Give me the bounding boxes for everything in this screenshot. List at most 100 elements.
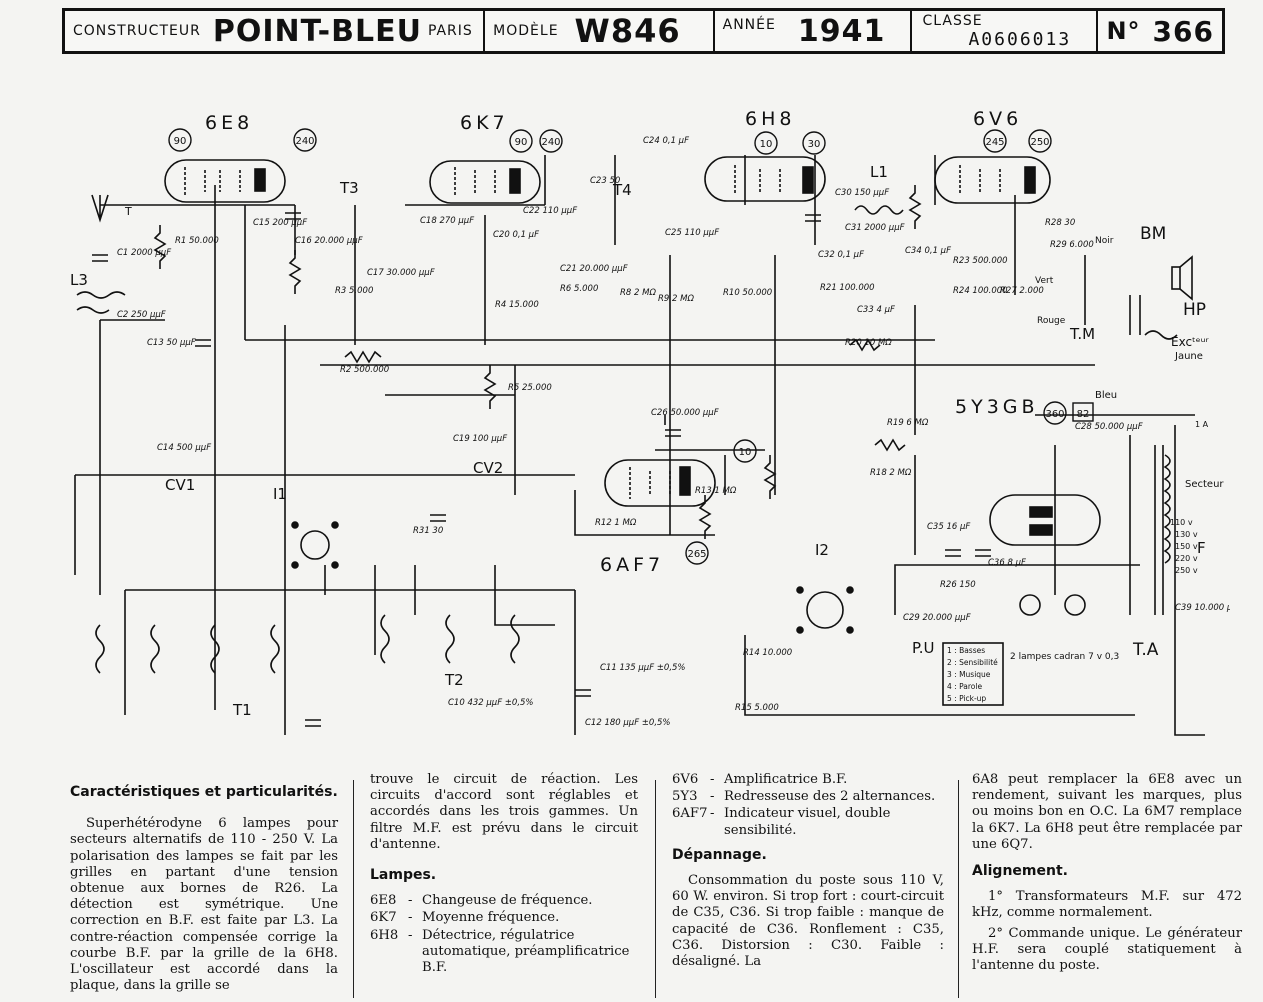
legend-4: 4 : Parole <box>947 682 982 691</box>
fuse-rating: 1 A <box>1195 420 1209 429</box>
comp-c25: C25 110 µµF <box>665 228 719 238</box>
label-cv1: CV1 <box>165 476 195 494</box>
comp-r29: R29 6.000 <box>1050 240 1094 250</box>
legend-3: 3 : Musique <box>947 670 991 679</box>
label-i2: I2 <box>815 541 829 559</box>
comp-c24: C24 0,1 µF <box>643 136 689 146</box>
constructeur-label: CONSTRUCTEUR <box>73 23 201 39</box>
comp-r18: R18 2 MΩ <box>870 468 912 478</box>
comp-r21: R21 100.000 <box>820 283 875 293</box>
lampes-list-continued: 6V6-Amplificatrice B.F. 5Y3-Redresseuse … <box>672 772 944 839</box>
column-alignement: 6A8 peut remplacer la 6E8 avec un rendem… <box>972 772 1242 978</box>
comp-c21: C21 20.000 µµF <box>560 264 628 274</box>
modele-value: W846 <box>574 12 681 50</box>
tube-6k7 <box>429 160 541 204</box>
dial-lamps <box>1019 594 1086 616</box>
comp-c1: C1 2000 µµF <box>117 248 171 258</box>
comp-r4: R4 15.000 <box>495 300 539 310</box>
lampes-list: 6E8-Changeuse de fréquence. 6K7-Moyenne … <box>370 893 638 976</box>
comp-c2: C2 250 µµF <box>117 310 166 320</box>
comp-r3: R3 5.000 <box>335 286 373 296</box>
modele-cell: MODÈLE W846 <box>485 11 715 51</box>
tap-250: 250 v <box>1175 566 1198 575</box>
comp-c39: C39 10.000 µµF <box>1175 603 1230 613</box>
tube-label-6af7: 6AF7 <box>600 554 664 576</box>
numero-cell: N° 366 <box>1098 11 1222 51</box>
classe-label: CLASSE <box>922 12 983 29</box>
legend-5: 5 : Pick-up <box>947 694 986 703</box>
tube-label-6e8: 6E8 <box>205 112 253 134</box>
comp-c26: C26 50.000 µµF <box>651 408 719 418</box>
label-bm: BM <box>1140 224 1166 244</box>
comp-c30: C30 150 µµF <box>835 188 889 198</box>
depannage-paragraph: Consommation du poste sous 110 V, 60 W. … <box>672 873 944 970</box>
lampe-item: 6H8-Détectrice, régulatrice automatique,… <box>370 927 630 976</box>
comp-r5: R5 25.000 <box>508 383 552 393</box>
lampe-item: 6E8-Changeuse de fréquence. <box>370 893 593 909</box>
comp-r24: R24 100.000 <box>953 286 1008 296</box>
comp-c20: C20 0,1 µF <box>493 230 539 240</box>
header-bar: CONSTRUCTEUR POINT-BLEU PARIS MODÈLE W84… <box>62 8 1225 54</box>
voltage-markers <box>168 128 1094 565</box>
tube-5y3gb <box>989 494 1101 546</box>
capacitors <box>92 212 991 727</box>
caracteristiques-continued: trouve le circuit de réaction. Les circu… <box>370 772 638 852</box>
comp-r20: R20 10 MΩ <box>845 338 892 348</box>
coils <box>76 205 1178 674</box>
label-pu: P.U <box>912 639 934 657</box>
comp-c23: C23 50 <box>590 176 620 186</box>
lampe-item: 6AF7-Indicateur visuel, double sensibili… <box>672 806 891 838</box>
comp-c31: C31 2000 µµF <box>845 223 905 233</box>
comp-r14: R14 10.000 <box>743 648 792 658</box>
tap-150: 150 v <box>1175 542 1198 551</box>
numero-label: N° <box>1106 17 1141 45</box>
classe-cell: CLASSE A0606013 <box>912 11 1099 51</box>
antenna-symbol <box>91 194 109 223</box>
comp-r19: R19 6 MΩ <box>887 418 929 428</box>
comp-r13: R13 1 MΩ <box>695 486 737 496</box>
label-l1: L1 <box>870 163 888 181</box>
voltage-6e8-b: 240 <box>295 136 314 147</box>
label-fuse-f: F <box>1197 539 1206 557</box>
tube-6e8 <box>164 159 286 203</box>
comp-r27: R27 2.000 <box>1000 286 1044 296</box>
tube-label-6k7: 6K7 <box>460 112 509 134</box>
wiring <box>74 155 1205 736</box>
comp-r1: R1 50.000 <box>175 236 219 246</box>
tube-label-6v6: 6V6 <box>973 108 1022 130</box>
constructeur-name: POINT-BLEU <box>212 13 422 49</box>
column-divider-3 <box>958 780 959 998</box>
legend-2: 2 : Sensibilité <box>947 658 998 667</box>
annee-cell: ANNÉE 1941 <box>715 11 913 51</box>
voltage-6k7-b: 240 <box>541 137 560 148</box>
comp-c17: C17 30.000 µµF <box>367 268 435 278</box>
tube-label-6h8: 6H8 <box>745 108 795 130</box>
annee-label: ANNÉE <box>722 17 776 33</box>
label-vert: Vert <box>1035 276 1054 286</box>
tube-label-5y3gb: 5Y3GB <box>955 396 1039 418</box>
label-rouge: Rouge <box>1037 316 1066 326</box>
comp-c16: C16 20.000 µµF <box>295 236 363 246</box>
caracteristiques-paragraph: Superhétérodyne 6 lampes pour secteurs a… <box>70 816 338 994</box>
resistors <box>153 185 922 539</box>
alignement-title: Alignement. <box>972 863 1068 880</box>
label-l3: L3 <box>70 271 88 289</box>
label-secteur: Secteur <box>1185 479 1224 490</box>
column-caracteristiques: Caractéristiques et particularités. Supe… <box>70 772 338 998</box>
column-divider-2 <box>655 780 656 998</box>
comp-c13: C13 50 µµF <box>147 338 196 348</box>
voltage-6e8-a: 90 <box>174 136 187 147</box>
column-divider-1 <box>353 780 354 998</box>
voltage-6h8-a: 10 <box>760 139 773 150</box>
label-noir: Noir <box>1095 236 1114 246</box>
comp-c12: C12 180 µµF ±0,5% <box>585 718 671 728</box>
voltage-5y3-a: 360 <box>1045 409 1064 420</box>
comp-r9: R9 2 MΩ <box>658 294 694 304</box>
lampes-cadran: 2 lampes cadran 7 v 0,3 <box>1010 652 1119 662</box>
voltage-6af7-a: 10 <box>739 447 752 458</box>
label-t4: T4 <box>612 181 632 199</box>
lampe-item: 5Y3-Redresseuse des 2 alternances. <box>672 789 936 805</box>
tap-130: 130 v <box>1175 530 1198 539</box>
depannage-title: Dépannage. <box>672 846 767 863</box>
comp-c18: C18 270 µµF <box>420 216 474 226</box>
